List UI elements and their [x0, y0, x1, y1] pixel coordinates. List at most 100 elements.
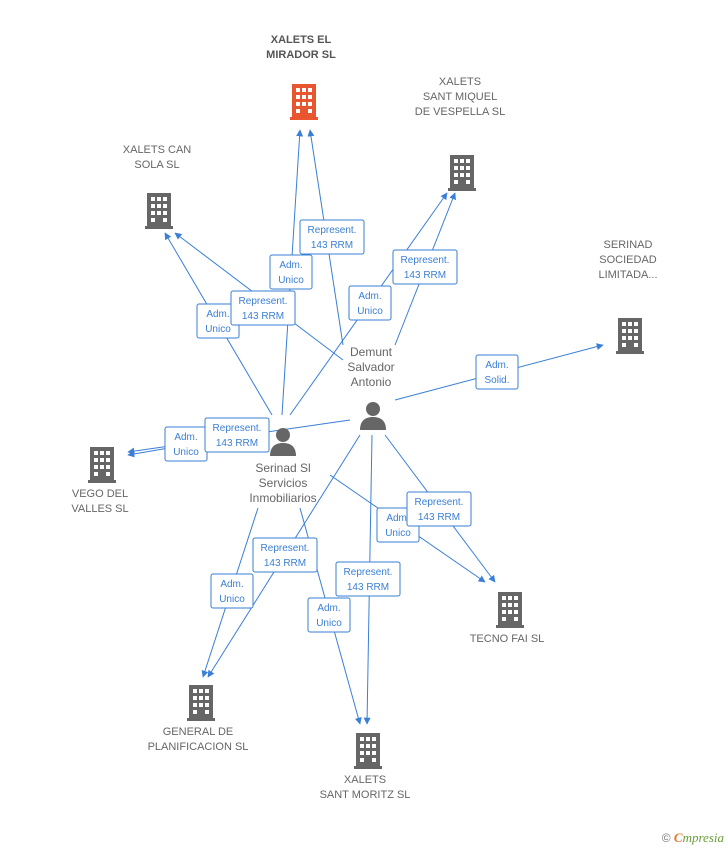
edge-label-line: Adm. — [220, 579, 243, 590]
edge-label-box — [475, 354, 519, 390]
company-node-tecno-fai[interactable]: TECNO FAI SL — [470, 592, 545, 645]
company-label: XALETS SANT MORITZ SL — [320, 774, 411, 801]
company-label-line: SOCIEDAD — [599, 254, 657, 266]
edge-label-adm-general[interactable]: Adm. Unico — [210, 573, 254, 609]
edge-label-line: Adm. — [485, 360, 508, 371]
edge-label-line: Adm. — [386, 513, 409, 524]
building-icon — [290, 84, 318, 120]
company-label-line: XALETS — [439, 76, 481, 88]
company-label-line: LIMITADA... — [598, 269, 657, 281]
edge-label-line: Adm. — [206, 309, 229, 320]
edge-label-box — [335, 561, 401, 597]
edge-label-line: 143 RRM — [216, 438, 258, 449]
edge-label-line: Represent. — [261, 543, 310, 554]
edge-label-box — [269, 254, 313, 290]
person-label-line: Demunt — [350, 345, 393, 359]
edge-label-line: 143 RRM — [347, 582, 389, 593]
edge-label-line: Solid. — [484, 375, 509, 386]
company-node-vego-del-valles[interactable]: VEGO DEL VALLES SL — [71, 447, 129, 515]
edge-label-line: Unico — [357, 306, 383, 317]
edge-label-line: 143 RRM — [404, 270, 446, 281]
company-label: XALETS EL MIRADOR SL — [266, 34, 336, 61]
building-icon — [88, 447, 116, 483]
company-label: TECNO FAI SL — [470, 633, 545, 645]
building-icon — [496, 592, 524, 628]
company-label-line: GENERAL DE — [163, 726, 234, 738]
edge-label-line: Adm. — [174, 432, 197, 443]
edge-label-adm-mirador[interactable]: Adm.Unico — [269, 254, 313, 290]
edge-label-adm-vego[interactable]: Adm. Unico — [164, 426, 208, 462]
edge-label-line: Unico — [316, 618, 342, 629]
edge-label-box — [204, 417, 270, 453]
company-label-line: XALETS CAN — [123, 144, 192, 156]
company-label-line: VALLES SL — [71, 503, 128, 515]
edge-label-line: 143 RRM — [418, 512, 460, 523]
edge-label-adm-moritz[interactable]: Adm. Unico — [307, 597, 351, 633]
edge-label-rep-miquel[interactable]: Represent. 143 RRM — [392, 249, 458, 285]
company-label-line: SANT MIQUEL — [423, 91, 497, 103]
edge-label-adm-cansola[interactable]: Adm. Unico — [196, 303, 240, 339]
company-label-line: SANT MORITZ SL — [320, 789, 411, 801]
edge-label-line: Unico — [219, 594, 245, 605]
edge-label-line: Represent. — [239, 296, 288, 307]
person-label-line: Servicios — [259, 476, 308, 490]
person-label-line: Inmobiliarios — [249, 491, 316, 505]
edge-label-line: Adm. — [279, 260, 302, 271]
edge-label-line: Adm. — [317, 603, 340, 614]
edge-label-line: 143 RRM — [242, 311, 284, 322]
company-label-line: TECNO FAI SL — [470, 633, 545, 645]
edge-label-rep-vego[interactable]: Represent.143 RRM — [204, 417, 270, 453]
edge-label-box — [252, 537, 318, 573]
edge-label-line: Represent. — [308, 225, 357, 236]
edge-label-line: Represent. — [415, 497, 464, 508]
company-label-line: XALETS EL — [271, 34, 332, 46]
edge-label-box — [210, 573, 254, 609]
company-label: XALETS SANT MIQUEL DE VESPELLA SL — [415, 76, 506, 118]
building-icon — [145, 193, 173, 229]
company-label-line: XALETS — [344, 774, 386, 786]
edge-label-box — [406, 491, 472, 527]
edge-label-line: Represent. — [344, 567, 393, 578]
edge-label-rep-moritz[interactable]: Represent. 143 RRM — [335, 561, 401, 597]
edge-labels-layer: Represent.143 RRMAdm.UnicoRepresent.143 … — [164, 219, 519, 633]
company-label-line: MIRADOR SL — [266, 49, 336, 61]
person-icon — [360, 402, 386, 430]
edge-label-box — [307, 597, 351, 633]
edge-label-rep-general[interactable]: Represent. 143 RRM — [252, 537, 318, 573]
person-label-line: Antonio — [351, 375, 392, 389]
companies-layer: XALETS EL MIRADOR SL XALETS SANT MIQUEL DE V… — [71, 34, 657, 801]
edge-label-line: Unico — [205, 324, 231, 335]
edge-label-rep-mirador[interactable]: Represent. 143 RRM — [299, 219, 365, 255]
edge-label-box — [230, 290, 296, 326]
edge-label-line: Represent. — [401, 255, 450, 266]
company-label: VEGO DEL VALLES SL — [71, 488, 128, 515]
edge-label-adm-serinadsoc[interactable]: Adm. Solid. — [475, 354, 519, 390]
building-icon — [448, 155, 476, 191]
edge-label-adm-miquel[interactable]: Adm.Unico — [348, 285, 392, 321]
edge-label-line: 143 RRM — [311, 240, 353, 251]
empresia-logo[interactable]: Cmpresia — [673, 830, 724, 845]
company-label-line: VEGO DEL — [72, 488, 128, 500]
edge-label-rep-cansola[interactable]: Represent. 143 RRM — [230, 290, 296, 326]
person-icon — [270, 428, 296, 456]
edge-label-box — [348, 285, 392, 321]
company-label-line: DE VESPELLA SL — [415, 106, 506, 118]
edge-label-line: Unico — [173, 447, 199, 458]
company-node-xalets-sant-miquel[interactable]: XALETS SANT MIQUEL DE VESPELLA SL — [415, 76, 506, 191]
company-node-xalets-el-mirador[interactable]: XALETS EL MIRADOR SL — [266, 34, 336, 120]
edge-label-rep-tecno[interactable]: Represent. 143 RRM — [406, 491, 472, 527]
company-node-xalets-sant-moritz[interactable]: XALETS SANT MORITZ SL — [320, 733, 411, 801]
edge-label-line: 143 RRM — [264, 558, 306, 569]
